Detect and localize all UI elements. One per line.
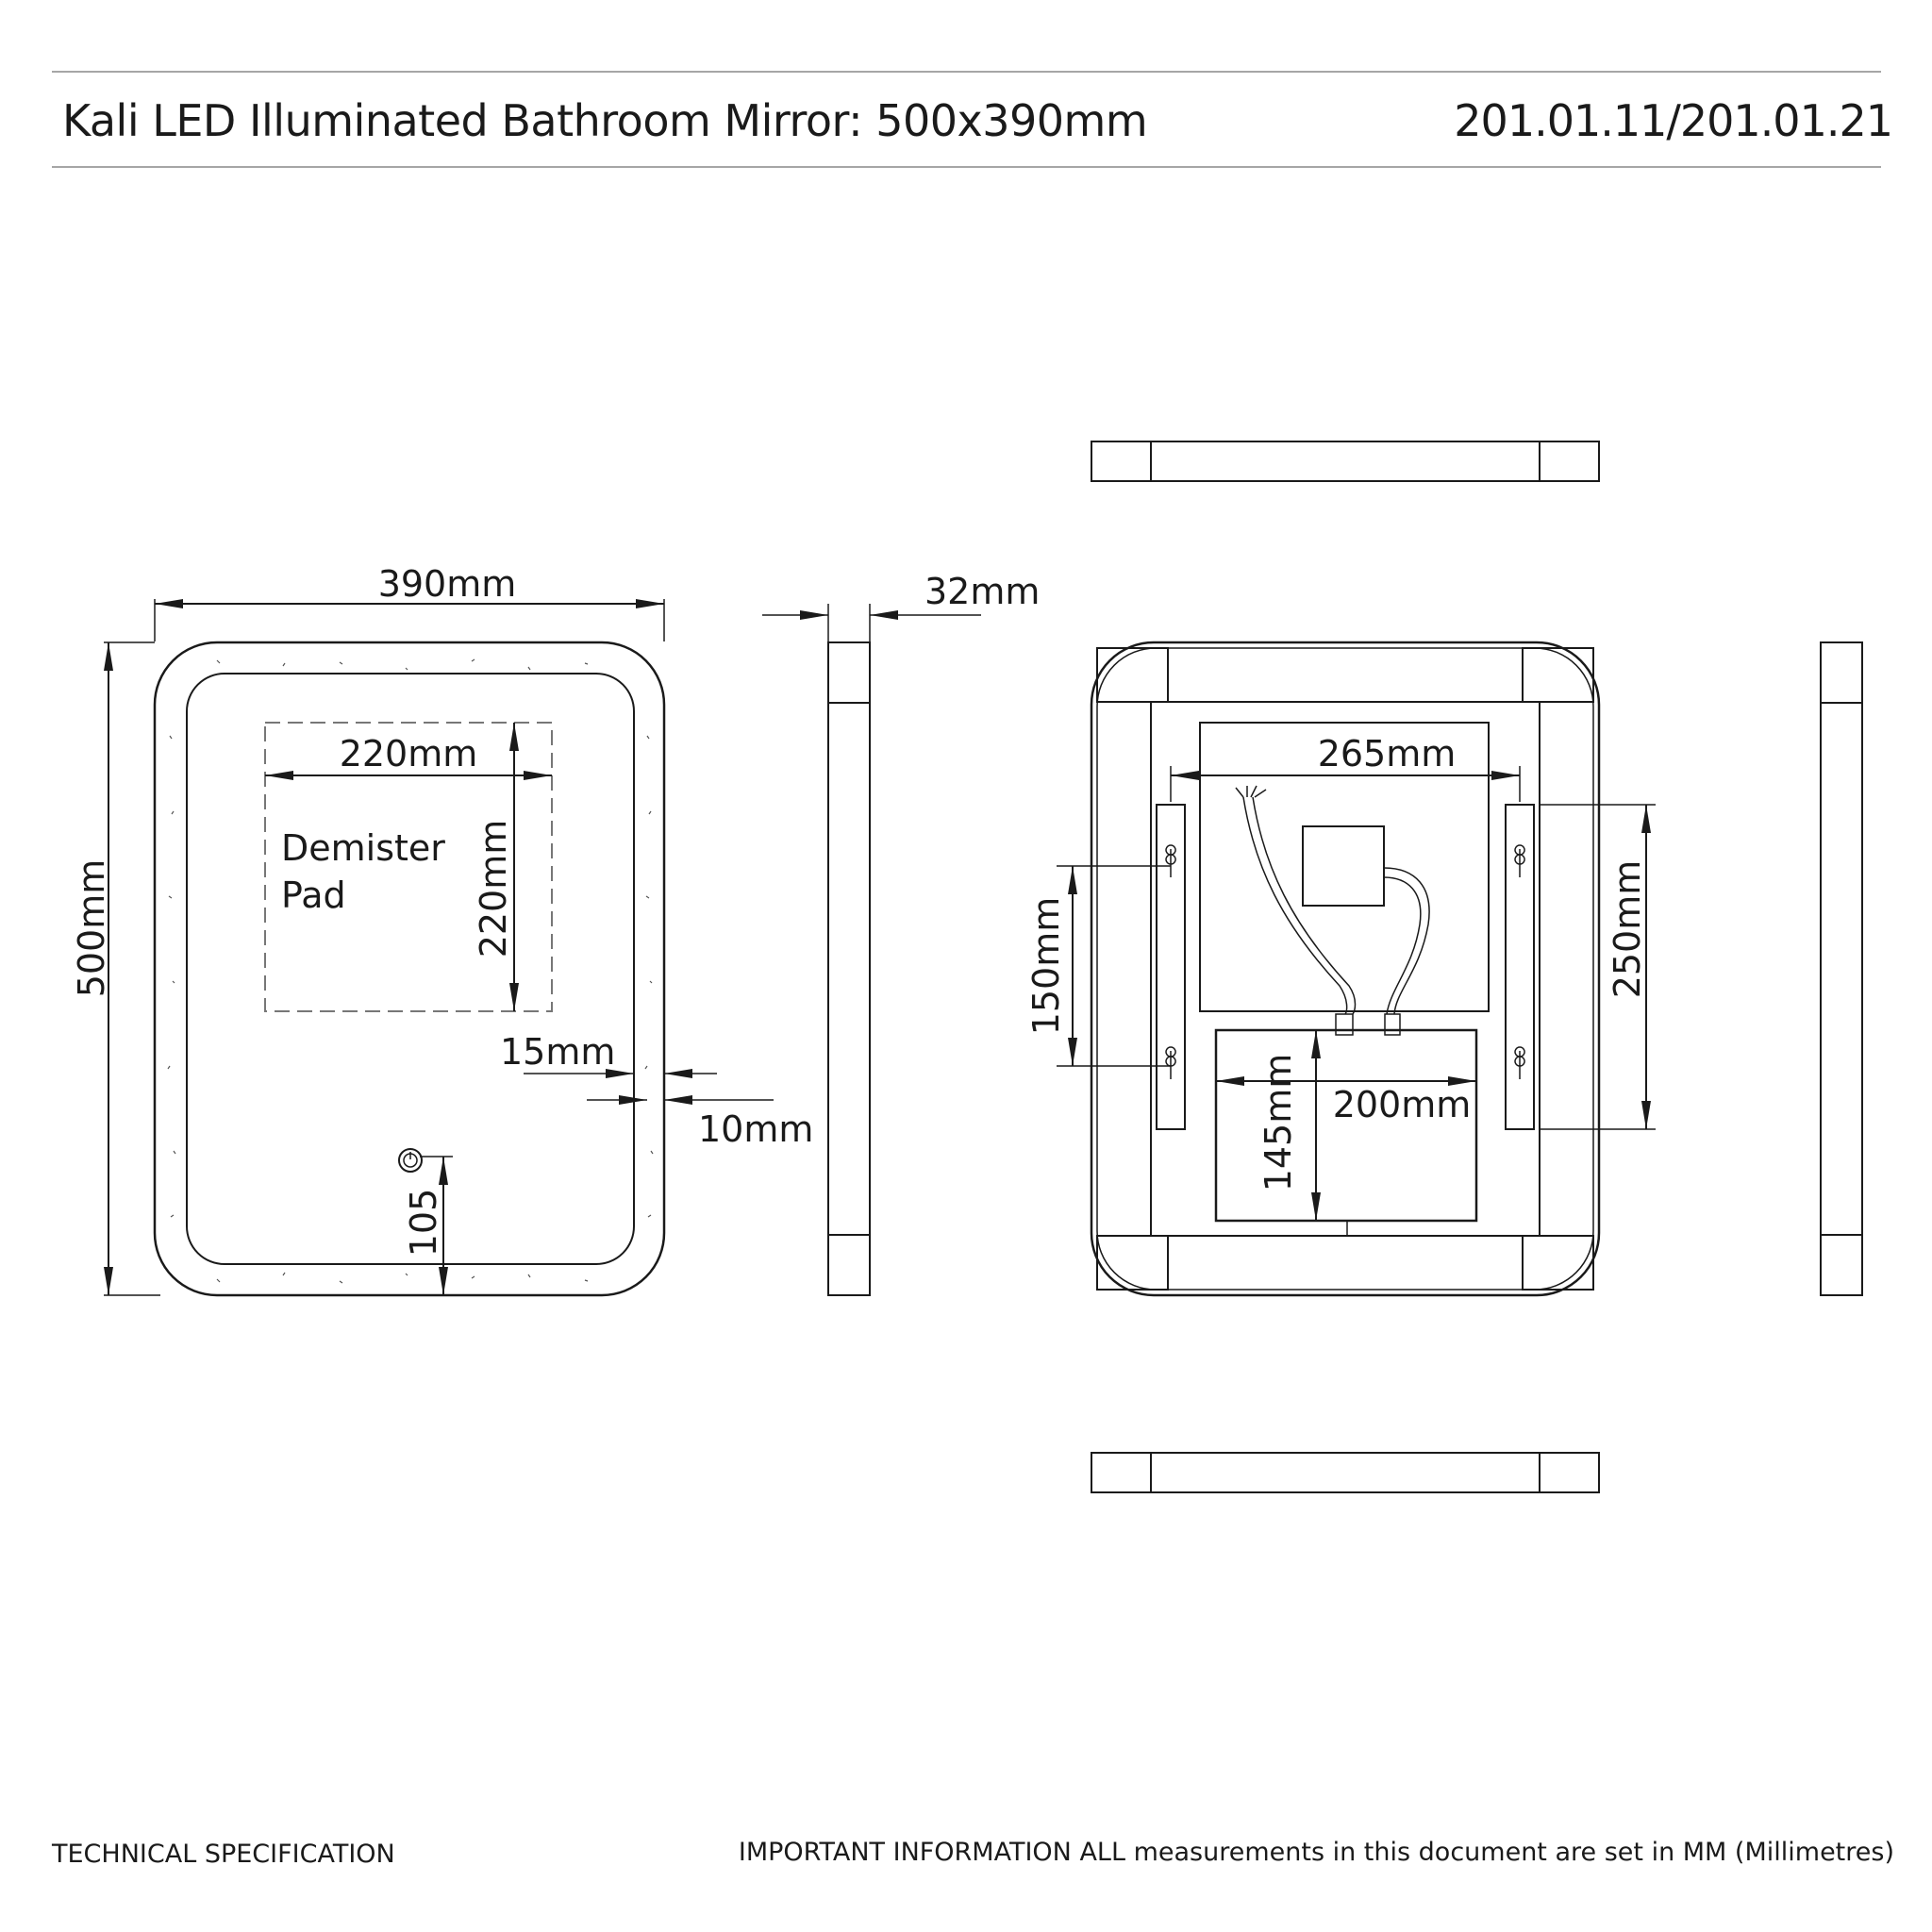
demister-pad [264,722,553,1012]
demister-label-line2: Pad [281,874,346,916]
right-rail-label: 250mm [1607,860,1648,999]
led-band-label: 10mm [698,1108,813,1150]
inner-gap-label: 15mm [500,1031,615,1073]
width-label: 390mm [378,563,517,605]
rear-outline [1090,641,1601,1297]
mirror-outline [153,641,666,1297]
box-height-label: 145mm [1257,1054,1299,1192]
rear-frame [1150,701,1541,1237]
rail-spacing-label: 265mm [1318,733,1457,774]
depth-label: 32mm [924,571,1040,612]
product-code: 201.01.11/201.01.21 [1454,95,1893,146]
left-rail-label: 150mm [1025,897,1067,1036]
side-view [762,604,981,1296]
keyhole-slots [1165,844,1525,1079]
demister-width-label: 220mm [340,733,478,774]
junction-box [1302,825,1385,907]
height-label: 500mm [71,859,112,998]
power-icon [398,1148,423,1173]
led-band-texture [167,658,654,1284]
front-view [104,599,774,1297]
rear-view [1057,641,1656,1297]
page-title: Kali LED Illuminated Bathroom Mirror: 50… [62,95,1148,146]
right-hanging-rail [1505,804,1535,1130]
right-side-view [1820,641,1863,1296]
left-hanging-rail [1156,804,1186,1130]
switch-offset-label: 105 [403,1189,444,1257]
demister-label-line1: Demister [281,827,445,869]
bottom-edge-view [1091,1452,1600,1493]
footer-technical-specification: TECHNICAL SPECIFICATION [52,1840,395,1869]
driver-box [1214,1028,1478,1223]
power-cable [1235,785,1430,1036]
mirror-inner-outline [186,673,635,1265]
rear-panel [1199,722,1490,1012]
demister-height-label: 220mm [473,820,514,958]
side-profile [827,641,871,1296]
top-edge-view [1091,441,1600,482]
box-width-label: 200mm [1333,1084,1472,1125]
footer-important-information: IMPORTANT INFORMATION ALL measurements i… [738,1838,1894,1867]
